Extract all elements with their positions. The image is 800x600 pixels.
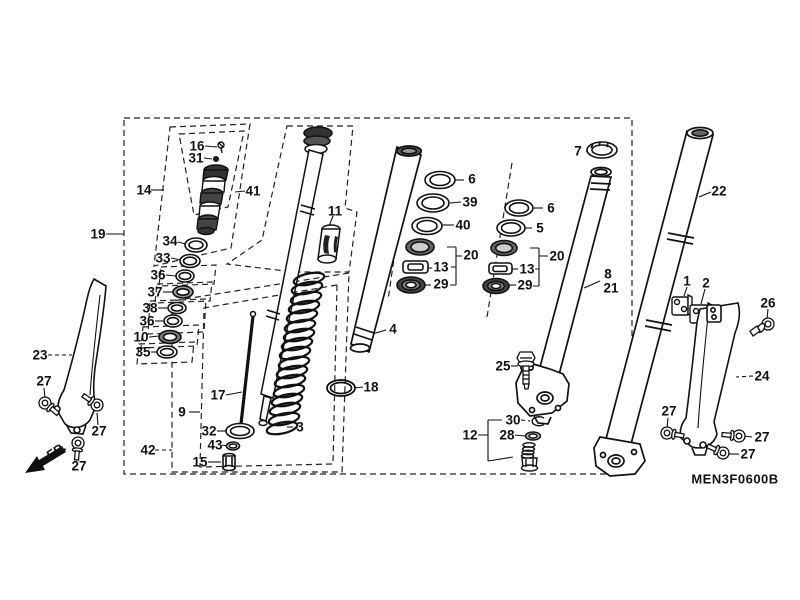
part-label-16: 16 xyxy=(189,138,205,154)
right-fork-tube-22 xyxy=(593,126,715,477)
clip-30 xyxy=(531,416,545,427)
part-label-38: 38 xyxy=(142,300,158,316)
bolt-27 xyxy=(81,392,104,412)
part-label-33: 33 xyxy=(155,250,171,266)
clamp-1 xyxy=(671,293,693,317)
cap-assembly-box-14 xyxy=(153,123,251,267)
fork-cap-assembly-14 xyxy=(196,141,229,236)
part-label-24: 24 xyxy=(754,368,770,384)
part-label-34: 34 xyxy=(162,233,178,249)
damper-assembly xyxy=(237,126,341,431)
part-label-29-right: 29 xyxy=(517,277,533,293)
diagram-code: MEN3F0600B xyxy=(691,471,779,487)
part-label-12: 12 xyxy=(462,427,478,443)
part-label-13-left: 13 xyxy=(433,259,449,275)
fork-assembly-box-19 xyxy=(123,117,633,475)
bolt-27 xyxy=(721,429,746,443)
part-label-2: 2 xyxy=(702,275,710,291)
part-label-27-e: 27 xyxy=(754,429,770,445)
fr-direction-arrow xyxy=(25,446,66,473)
part-label-23: 23 xyxy=(32,347,48,363)
part-label-14: 14 xyxy=(136,182,152,198)
part-label-10: 10 xyxy=(133,329,149,345)
part-label-39: 39 xyxy=(462,194,478,210)
damper-lower-box-9 xyxy=(199,284,338,468)
bolt-25 xyxy=(516,351,536,390)
part-label-27-f: 27 xyxy=(740,446,756,462)
part-label-27-b: 27 xyxy=(91,423,107,439)
fork-protector-right-24 xyxy=(679,302,741,456)
bolt-26 xyxy=(749,317,775,337)
part-label-1: 1 xyxy=(683,273,691,289)
part-label-35: 35 xyxy=(135,344,151,360)
bolt-27 xyxy=(705,443,730,460)
part-label-6-right: 6 xyxy=(547,200,555,216)
part-label-20-left: 20 xyxy=(463,247,479,263)
fork-protector-left-23 xyxy=(53,277,107,435)
part-label-37: 37 xyxy=(147,284,163,300)
fork-spring-3 xyxy=(265,271,326,436)
part-label-20-right: 20 xyxy=(549,248,565,264)
push-rod-17 xyxy=(239,315,255,425)
oring-18 xyxy=(326,379,356,397)
part-label-8: 8 xyxy=(604,266,612,282)
part-label-27-a: 27 xyxy=(36,373,52,389)
bolt-27 xyxy=(660,426,685,440)
seal-stack-right xyxy=(482,141,618,295)
part-label-19: 19 xyxy=(90,226,106,242)
damper-rod xyxy=(260,149,324,399)
part-label-15: 15 xyxy=(192,454,208,470)
bolt-27 xyxy=(38,396,61,417)
cap-inner-box-41 xyxy=(178,130,245,216)
compression-bolt xyxy=(520,442,539,472)
part-label-29-left: 29 xyxy=(433,276,449,292)
part-label-17: 17 xyxy=(210,387,226,403)
part-label-30: 30 xyxy=(505,412,521,428)
oring-box-37 xyxy=(154,281,213,304)
part-label-22: 22 xyxy=(711,183,727,199)
part-label-5: 5 xyxy=(536,220,544,236)
part-label-13-right: 13 xyxy=(519,261,535,277)
part-label-41: 41 xyxy=(245,183,261,199)
part-label-40: 40 xyxy=(455,217,471,233)
oring-box-36 xyxy=(158,264,217,287)
part-label-27-d: 27 xyxy=(661,403,677,419)
group-boxes xyxy=(123,117,633,475)
damping-adjuster-set-12 xyxy=(520,416,545,472)
part-label-32: 32 xyxy=(201,423,217,439)
part-label-11: 11 xyxy=(327,203,343,219)
part-label-28: 28 xyxy=(499,427,515,443)
part-label-36b: 36 xyxy=(139,313,155,329)
part-label-27-c: 27 xyxy=(71,458,87,474)
part-label-3: 3 xyxy=(296,419,304,435)
oring-box-35 xyxy=(136,341,195,365)
part-label-31: 31 xyxy=(188,150,204,166)
part-label-43: 43 xyxy=(207,437,223,453)
damper-outer-box-42 xyxy=(171,272,350,473)
part-label-36: 36 xyxy=(150,267,166,283)
bolts-27 xyxy=(38,392,746,461)
part-label-21: 21 xyxy=(603,280,619,296)
nut-31 xyxy=(212,155,219,162)
damper-upper-box xyxy=(225,125,358,273)
part-label-42: 42 xyxy=(140,442,156,458)
adjuster-15 xyxy=(222,452,236,472)
bolt-27 xyxy=(71,436,85,461)
seal-box-10 xyxy=(140,324,200,349)
seal-stack-left xyxy=(396,170,456,294)
damper-lower-parts xyxy=(222,422,255,472)
part-label-9: 9 xyxy=(178,404,186,420)
part-label-7: 7 xyxy=(574,143,582,159)
part-label-6-left: 6 xyxy=(468,171,476,187)
oring-column xyxy=(156,237,208,359)
fork-tube-4 xyxy=(349,145,423,354)
part-label-25: 25 xyxy=(495,358,511,374)
part-label-4: 4 xyxy=(389,321,397,337)
part-label-18: 18 xyxy=(363,379,379,395)
part-label-26: 26 xyxy=(760,295,776,311)
